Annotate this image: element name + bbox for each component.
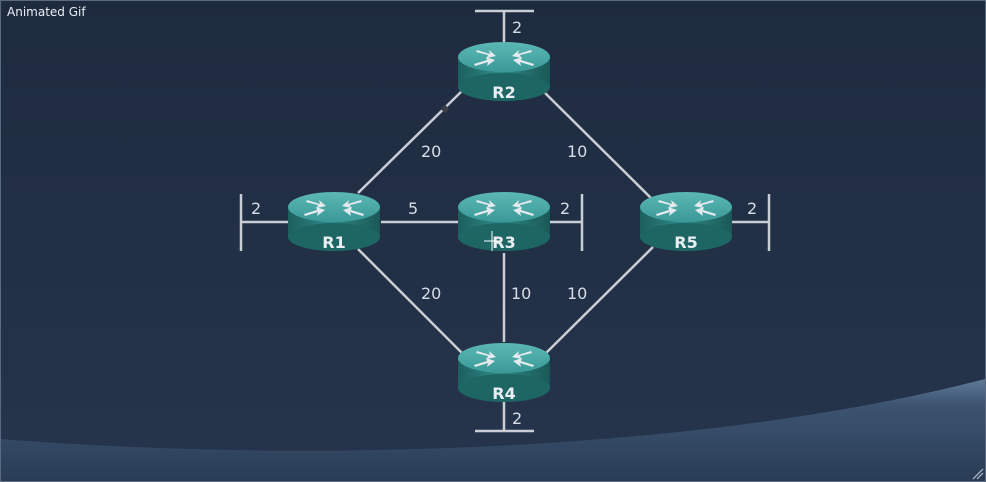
router-r3[interactable]: R3 bbox=[458, 192, 550, 252]
link-r1-r4 bbox=[357, 248, 465, 356]
floor-swoosh bbox=[1, 379, 985, 481]
link-r2-r5 bbox=[540, 88, 657, 204]
link-r4-r5 bbox=[543, 246, 654, 356]
cost-r4-lan: 2 bbox=[512, 409, 522, 428]
stub-r4-lan bbox=[475, 401, 534, 433]
router-r1[interactable]: R1 bbox=[288, 192, 380, 252]
stub-cost-labels: 2 2 2 2 2 bbox=[251, 18, 757, 428]
cost-r1-r2: 20 bbox=[421, 142, 441, 161]
stub-r3-lan bbox=[549, 194, 584, 251]
router-r1-label: R1 bbox=[322, 233, 345, 252]
cost-r4-r5: 10 bbox=[567, 284, 587, 303]
cost-r5-lan: 2 bbox=[747, 199, 757, 218]
crosshair-cursor-icon bbox=[484, 231, 500, 251]
cost-r2-lan: 2 bbox=[512, 18, 522, 37]
resize-grip-icon[interactable] bbox=[972, 468, 984, 480]
router-r4-label: R4 bbox=[492, 384, 515, 403]
stub-r5-lan bbox=[731, 194, 771, 251]
router-r2-label: R2 bbox=[492, 83, 515, 102]
router-r2[interactable]: R2 bbox=[458, 42, 550, 102]
lan-stubs bbox=[239, 9, 771, 433]
cost-r3-r4: 10 bbox=[511, 284, 531, 303]
cost-r3-lan: 2 bbox=[560, 199, 570, 218]
frame-caption: Animated Gif bbox=[7, 5, 86, 19]
link-r1-r2 bbox=[357, 88, 465, 194]
cost-r1-r4: 20 bbox=[421, 284, 441, 303]
router-r3-label: R3 bbox=[492, 233, 515, 252]
link-cost-labels: 20 10 5 20 10 10 bbox=[408, 142, 587, 303]
stub-r1-lan bbox=[239, 194, 289, 251]
cost-r1-r3: 5 bbox=[408, 199, 418, 218]
stub-r2-lan bbox=[475, 9, 534, 43]
link-marker-icon bbox=[440, 104, 450, 114]
router-r5-label: R5 bbox=[674, 233, 697, 252]
cost-r1-lan: 2 bbox=[251, 199, 261, 218]
router-r4[interactable]: R4 bbox=[458, 343, 550, 403]
router-r5[interactable]: R5 bbox=[640, 192, 732, 252]
cost-r2-r5: 10 bbox=[567, 142, 587, 161]
